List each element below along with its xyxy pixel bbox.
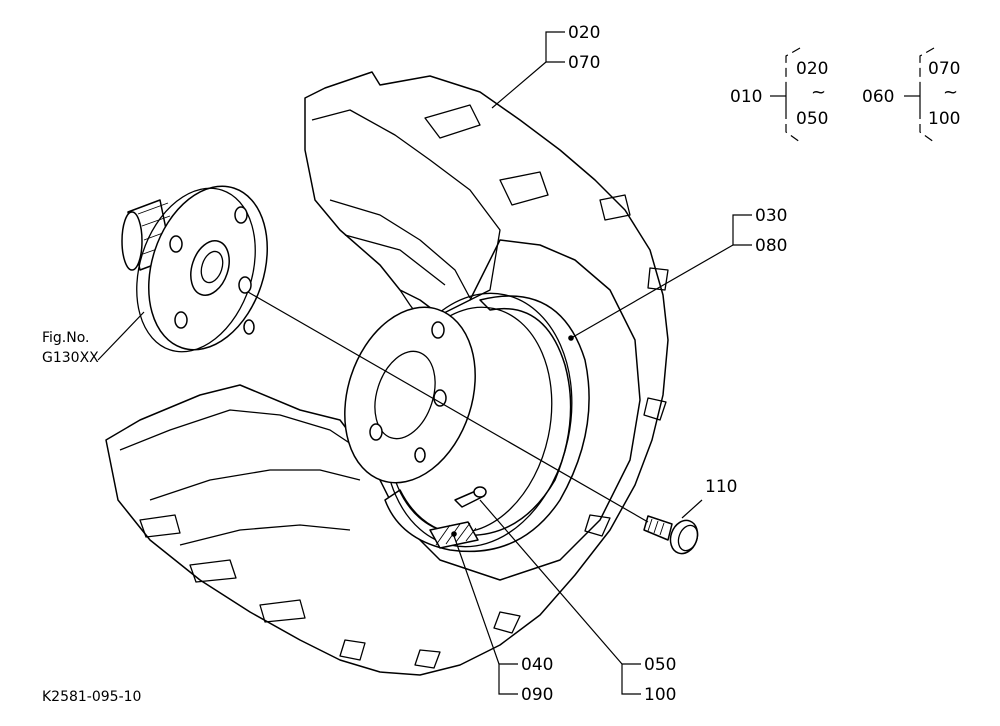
leader-lines: [97, 31, 752, 695]
figure-reference: Fig.No. G130XX: [42, 330, 99, 366]
callout-040: 040: [521, 655, 553, 675]
callout-050-100: 050 100: [644, 655, 676, 705]
callout-030-080: 030 080: [755, 206, 787, 256]
callout-080: 080: [755, 236, 787, 256]
callout-040-090: 040 090: [521, 655, 553, 705]
group-bracket-010: [770, 47, 801, 143]
legend-group-010: 010 020 ~ 050: [730, 59, 828, 129]
callout-020: 020: [568, 23, 600, 43]
drawing-id: K2581-095-10: [42, 689, 141, 705]
wheel-rim: [344, 292, 590, 553]
fig-ref-line1: Fig.No.: [42, 330, 90, 346]
callout-100: 100: [644, 685, 676, 705]
legend-010-to: 050: [796, 109, 828, 129]
callout-110: 110: [705, 477, 737, 497]
legend-060-from: 070: [928, 59, 960, 79]
group-bracket-060: [904, 47, 935, 143]
legend-060-to: 100: [928, 109, 960, 129]
callout-070: 070: [568, 53, 600, 73]
legend-060-id: 060: [862, 87, 894, 107]
legend-group-060: 060 070 ~ 100: [862, 59, 960, 129]
legend-010-tilde: ~: [811, 82, 826, 103]
legend-010-id: 010: [730, 87, 762, 107]
callout-050: 050: [644, 655, 676, 675]
callout-090: 090: [521, 685, 553, 705]
hub-flange: [121, 185, 268, 353]
fig-ref-line2: G130XX: [42, 350, 99, 366]
callout-030: 030: [755, 206, 787, 226]
legend-060-tilde: ~: [943, 82, 958, 103]
wheel-bolt: [643, 515, 699, 555]
legend-010-from: 020: [796, 59, 828, 79]
callout-020-070: 020 070: [568, 23, 600, 73]
